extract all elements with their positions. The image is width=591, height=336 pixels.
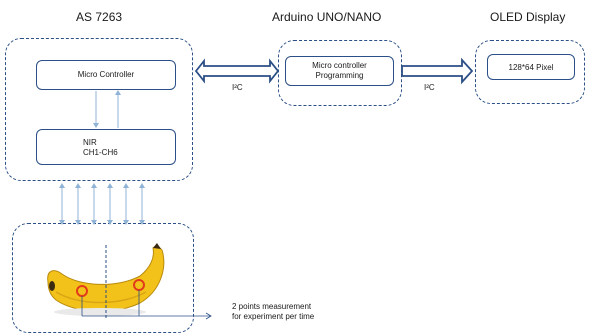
as7263-title: AS 7263 [76,10,123,24]
micro-controller-label: Micro Controller [77,70,135,79]
measure-callout [81,290,212,320]
programming-block: Micro controller Programming [285,56,394,86]
oled-title: OLED Display [490,10,566,24]
programming-label-line1: Micro controller [312,61,367,70]
oled-pixel-block: 128*64 Pixel [487,54,575,80]
oled-group [475,40,585,104]
as7263-group [5,38,193,181]
micro-controller-block: Micro Controller [36,60,176,90]
i2c-label-left: I²C [232,83,243,92]
nir-label-line1: NIR [83,138,97,147]
sensor-arrows [59,183,145,225]
measurement-note: 2 points measurement for experiment per … [232,302,314,322]
oled-pixel-label: 128*64 Pixel [508,63,554,72]
internal-arrows [93,90,121,128]
nir-block: NIR CH1-CH6 [36,129,176,165]
arduino-title: Arduino UNO/NANO [272,10,382,24]
programming-label: Micro controller Programming [286,61,393,81]
i2c-double-arrow-left [194,58,280,84]
measurement-note-line1: 2 points measurement [232,302,312,311]
banana-image [47,243,165,316]
measurement-note-line2: for experiment per time [232,312,315,321]
nir-label-line2: CH1-CH6 [83,148,118,157]
programming-label-line2: Programming [315,71,364,80]
i2c-label-right: I²C [424,83,435,92]
i2c-arrow-right [401,57,474,85]
banana-group [12,223,194,333]
nir-label: NIR CH1-CH6 [83,138,118,158]
